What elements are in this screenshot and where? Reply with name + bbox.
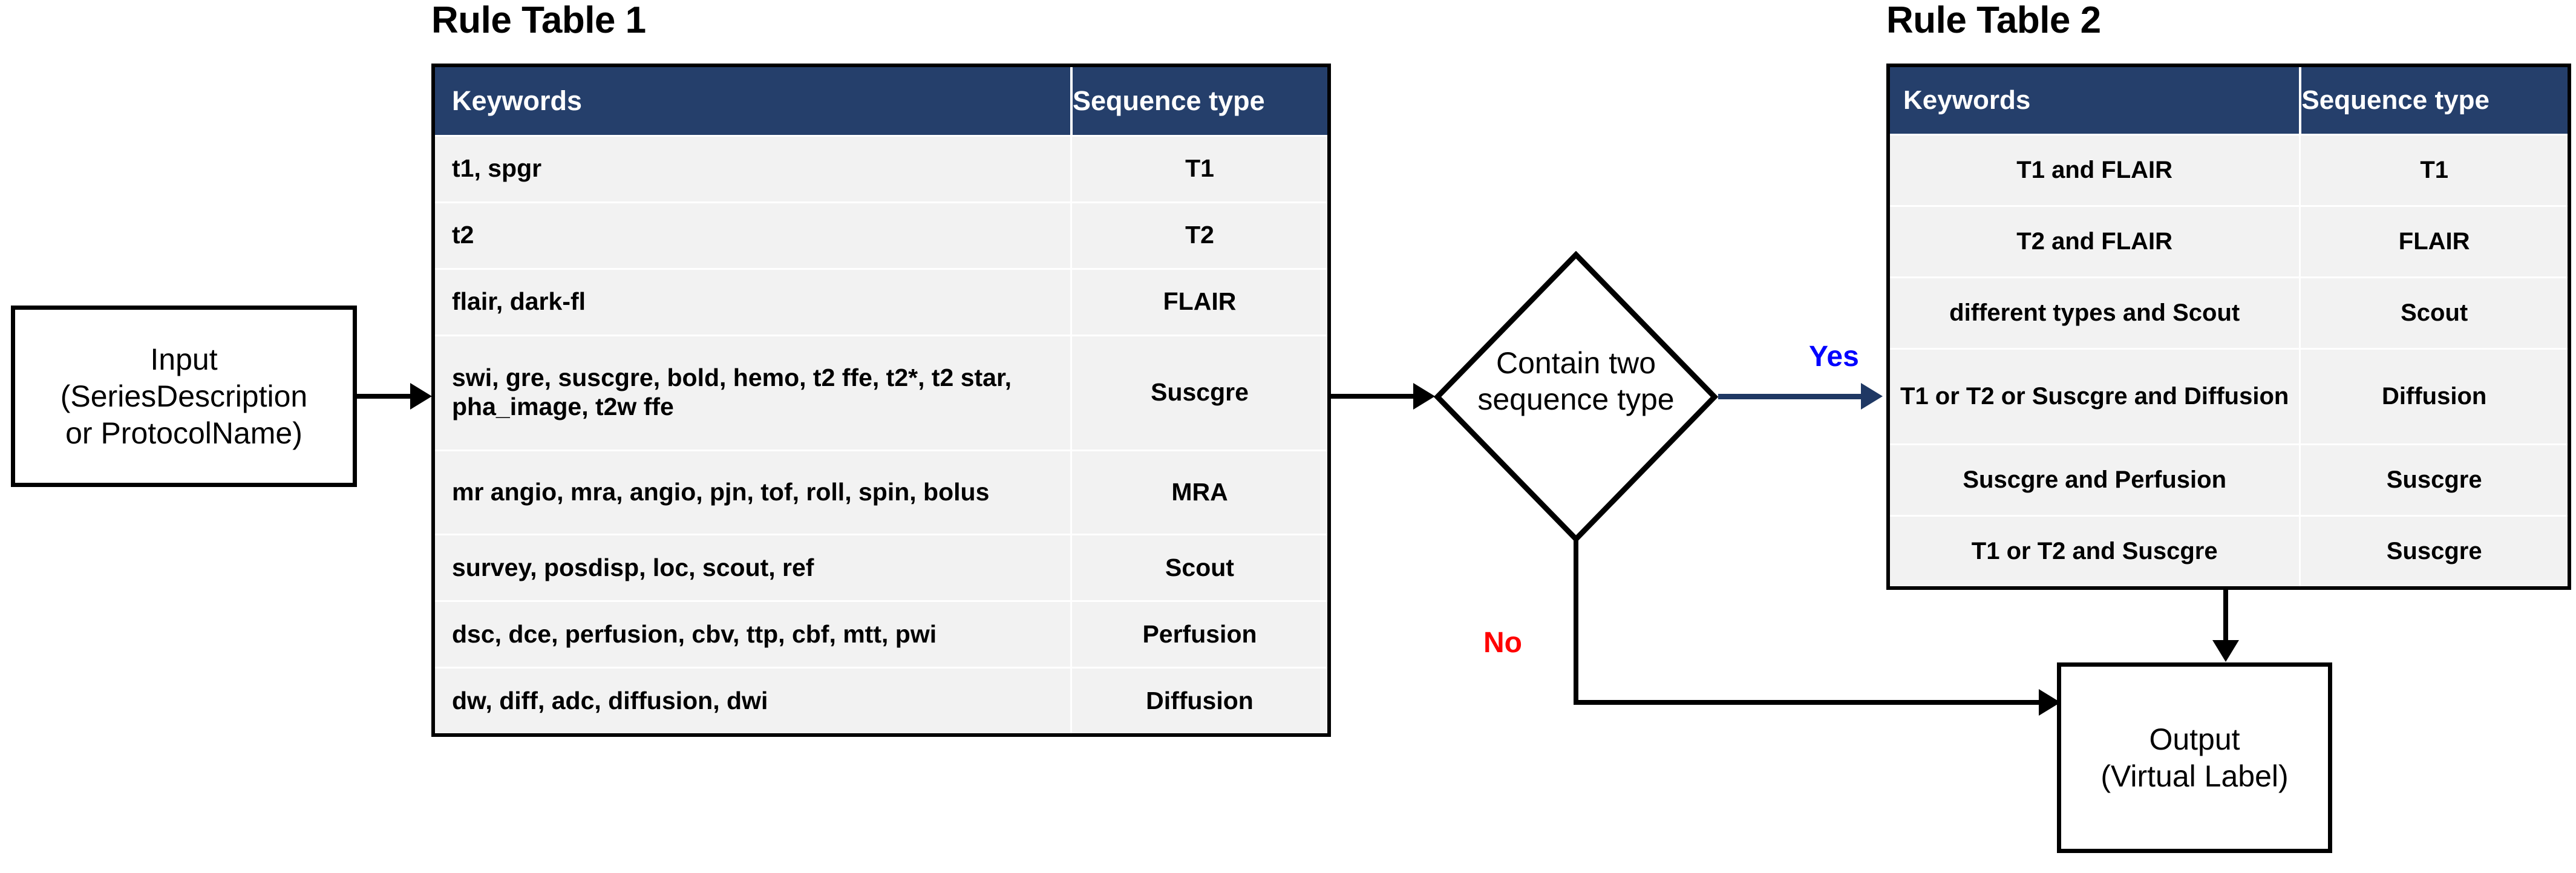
branch-label-yes: Yes bbox=[1809, 341, 1859, 373]
cell-sequence-type: T1 bbox=[1070, 137, 1327, 201]
cell-sequence-type: Suscgre bbox=[2299, 445, 2568, 515]
branch-label-no: No bbox=[1483, 627, 1522, 659]
rule-table-1-header-sequence-type: Sequence type bbox=[1070, 67, 1327, 135]
table-row: t2 T2 bbox=[435, 201, 1327, 268]
cell-keywords: T1 or T2 or Suscgre and Diffusion bbox=[1900, 383, 2289, 410]
input-node: Input (SeriesDescription or ProtocolName… bbox=[11, 306, 357, 487]
table-row: swi, gre, suscgre, bold, hemo, t2 ffe, t… bbox=[435, 334, 1327, 450]
table-row: survey, posdisp, loc, scout, ref Scout bbox=[435, 534, 1327, 601]
input-line-2: (SeriesDescription bbox=[60, 379, 308, 413]
output-node: Output (Virtual Label) bbox=[2057, 662, 2332, 853]
table-row: mr angio, mra, angio, pjn, tof, roll, sp… bbox=[435, 449, 1327, 534]
cell-sequence-type: Scout bbox=[2299, 278, 2568, 348]
table-row: T1 or T2 and Suscgre Suscgre bbox=[1890, 515, 2568, 586]
table-row: t1, spgr T1 bbox=[435, 135, 1327, 201]
arrowhead-table1-to-decision bbox=[1413, 383, 1435, 410]
cell-sequence-type: MRA bbox=[1070, 451, 1327, 534]
input-line-3: or ProtocolName) bbox=[65, 416, 302, 450]
cell-sequence-type: Suscgre bbox=[1070, 336, 1327, 450]
cell-sequence-type: Suscgre bbox=[2299, 517, 2568, 586]
rule-table-1-header-row: Keywords Sequence type bbox=[435, 67, 1327, 135]
connector-table1-to-decision bbox=[1331, 394, 1416, 399]
cell-keywords: mr angio, mra, angio, pjn, tof, roll, sp… bbox=[452, 478, 990, 506]
cell-keywords: dw, diff, adc, diffusion, dwi bbox=[452, 686, 768, 714]
input-line-1: Input bbox=[150, 342, 218, 376]
cell-sequence-type: Diffusion bbox=[2299, 349, 2568, 444]
arrowhead-table2-to-output bbox=[2212, 640, 2239, 662]
cell-keywords: Suscgre and Perfusion bbox=[1963, 466, 2227, 494]
cell-sequence-type: T1 bbox=[2299, 136, 2568, 205]
cell-sequence-type: T2 bbox=[1070, 203, 1327, 268]
rule-table-1: Keywords Sequence type t1, spgr T1 t2 T2… bbox=[431, 64, 1331, 737]
connector-decision-no-vertical bbox=[1574, 538, 1578, 705]
cell-keywords: T2 and FLAIR bbox=[2016, 227, 2173, 255]
connector-input-to-table1 bbox=[357, 394, 411, 399]
cell-sequence-type: Perfusion bbox=[1070, 602, 1327, 667]
table-row: T2 and FLAIR FLAIR bbox=[1890, 204, 2568, 276]
arrowhead-yes-to-table2 bbox=[1861, 383, 1883, 410]
rule-table-2-header-sequence-type: Sequence type bbox=[2299, 67, 2568, 134]
connector-decision-yes-to-table2 bbox=[1718, 394, 1863, 399]
rule-table-1-title: Rule Table 1 bbox=[431, 0, 646, 41]
cell-keywords: T1 and FLAIR bbox=[2016, 157, 2173, 184]
table-row: dsc, dce, perfusion, cbv, ttp, cbf, mtt,… bbox=[435, 600, 1327, 667]
rule-table-2-title: Rule Table 2 bbox=[1886, 0, 2101, 41]
cell-keywords: dsc, dce, perfusion, cbv, ttp, cbf, mtt,… bbox=[452, 620, 937, 648]
cell-sequence-type: Scout bbox=[1070, 535, 1327, 601]
table-row: different types and Scout Scout bbox=[1890, 276, 2568, 348]
table-row: Suscgre and Perfusion Suscgre bbox=[1890, 443, 2568, 515]
cell-sequence-type: FLAIR bbox=[1070, 269, 1327, 335]
table-row: dw, diff, adc, diffusion, dwi Diffusion bbox=[435, 667, 1327, 733]
cell-keywords: T1 or T2 and Suscgre bbox=[1971, 538, 2218, 565]
output-line-2: (Virtual Label) bbox=[2100, 759, 2289, 793]
connector-decision-no-horizontal bbox=[1574, 700, 2064, 705]
cell-keywords: flair, dark-fl bbox=[452, 287, 586, 316]
cell-keywords: t2 bbox=[452, 221, 474, 249]
rule-table-2-header-keywords: Keywords bbox=[1903, 85, 2031, 115]
table-row: T1 and FLAIR T1 bbox=[1890, 134, 2568, 205]
rule-table-2-header-row: Keywords Sequence type bbox=[1890, 67, 2568, 134]
connector-table2-to-output bbox=[2223, 590, 2228, 644]
cell-keywords: t1, spgr bbox=[452, 154, 542, 183]
decision-node bbox=[1434, 251, 1718, 543]
cell-keywords: swi, gre, suscgre, bold, hemo, t2 ffe, t… bbox=[452, 364, 1012, 421]
cell-keywords: different types and Scout bbox=[1949, 299, 2240, 326]
rule-table-1-header-keywords: Keywords bbox=[452, 85, 583, 116]
rule-table-2: Keywords Sequence type T1 and FLAIR T1 T… bbox=[1886, 64, 2571, 590]
cell-keywords: survey, posdisp, loc, scout, ref bbox=[452, 553, 814, 581]
table-row: T1 or T2 or Suscgre and Diffusion Diffus… bbox=[1890, 347, 2568, 444]
output-line-1: Output bbox=[2149, 722, 2240, 756]
table-row: flair, dark-fl FLAIR bbox=[435, 267, 1327, 335]
cell-sequence-type: FLAIR bbox=[2299, 206, 2568, 276]
cell-sequence-type: Diffusion bbox=[1070, 669, 1327, 733]
arrowhead-input-to-table1 bbox=[410, 383, 432, 410]
